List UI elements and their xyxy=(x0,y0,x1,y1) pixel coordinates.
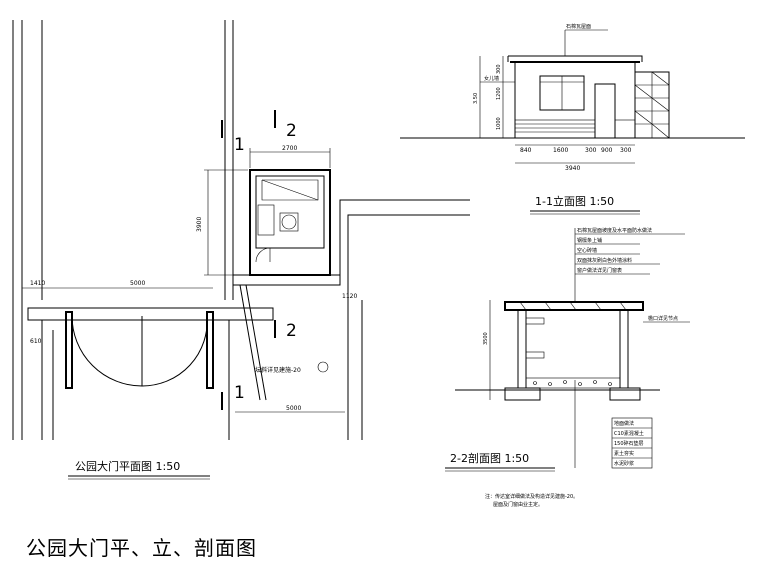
elevation-width-1: 840 xyxy=(520,147,532,154)
section-footing-right xyxy=(609,387,641,401)
guardhouse-desk xyxy=(257,204,275,236)
dim-gate-width: 5000 xyxy=(130,280,145,287)
section-footnote-1: 注：传达室详细做法及构造详见建施-20。 xyxy=(485,493,578,500)
elevation-parapet xyxy=(508,55,643,62)
elevation-height-1: 300 xyxy=(496,64,502,74)
gate-leaf-swing-right xyxy=(141,315,208,387)
guardhouse-chair-box xyxy=(279,212,299,232)
elevation-height-2: 1200 xyxy=(496,87,502,100)
guardhouse-inner xyxy=(255,175,325,249)
elevation-width-4: 900 xyxy=(601,147,613,154)
section-mark-2-bottom: 2 xyxy=(286,321,297,341)
section-note-1: 石棉瓦屋面坡度及水平面防水做法 xyxy=(577,227,652,234)
guardhouse-outline xyxy=(249,169,331,276)
plan-road-edge xyxy=(339,199,470,275)
elevation-total-width: 3940 xyxy=(565,165,580,172)
section-mark-2-top: 2 xyxy=(286,121,297,141)
section-view: 3500 石棉瓦屋面坡度及水平面防水做法 钢檩条上铺 空心砖墙 双面抹灰刷白色外… xyxy=(445,227,690,508)
plan-note-bubble-icon xyxy=(317,361,329,373)
section-mark-1-bottom: 1 xyxy=(234,383,245,403)
gate-pillar-left xyxy=(65,311,73,389)
section-wall-right xyxy=(619,309,629,389)
section-mark-1-top: 1 xyxy=(234,135,245,155)
dim-left-depth: 610 xyxy=(30,338,42,345)
elevation-view: 石棉瓦屋面 女儿墙 300 1200 1000 3.50 840 1600 30… xyxy=(400,23,745,215)
elevation-side-hatch xyxy=(634,71,670,139)
elevation-brick-base xyxy=(514,119,636,139)
dim-guard-width: 2700 xyxy=(282,145,297,152)
section-note-5: 窗户做法详见门窗表 xyxy=(577,267,622,274)
elevation-width-5: 300 xyxy=(620,147,632,154)
section-legend-box xyxy=(611,417,653,469)
gate-leaf-swing-left xyxy=(71,315,143,387)
page-caption: 公园大门平、立、剖面图 xyxy=(26,536,257,560)
section-title: 2-2剖面图 1:50 xyxy=(450,451,529,465)
section-footing-left xyxy=(504,387,541,401)
elevation-height-3: 1000 xyxy=(496,117,502,130)
elevation-width-3: 300 xyxy=(585,147,597,154)
plan-wall-line xyxy=(233,274,341,286)
section-right-note: 檐口详见节点 xyxy=(648,315,678,322)
section-wall-left xyxy=(517,309,527,389)
section-legend-3: 150碎石垫层 xyxy=(614,440,644,447)
section-legend-2: C10素混凝土 xyxy=(614,430,644,437)
section-note-3: 空心砖墙 xyxy=(577,247,597,254)
section-roof-slab xyxy=(504,301,644,311)
section-footnote-2: 屋面及门窗由业主定。 xyxy=(493,501,543,508)
section-floor-hatch xyxy=(533,380,612,386)
section-legend-4: 素土夯实 xyxy=(614,450,634,457)
section-legend-1: 地面做法 xyxy=(614,420,634,427)
elevation-door xyxy=(594,83,616,139)
section-sill xyxy=(525,351,545,359)
section-left-dim: 3500 xyxy=(483,332,489,345)
elevation-total-height: 3.50 xyxy=(473,93,479,104)
guardhouse-chair xyxy=(281,214,297,230)
section-floor xyxy=(525,377,621,389)
elevation-left-note: 女儿墙 xyxy=(484,75,499,82)
plan-ramp-edge xyxy=(239,284,261,401)
section-lintel xyxy=(525,317,545,325)
dim-right-offset: 1120 xyxy=(342,293,357,300)
gate-beam xyxy=(27,307,274,321)
guardhouse-door-swing xyxy=(255,247,271,263)
elevation-width-2: 1600 xyxy=(553,147,568,154)
plan-view: 2700 3900 1410 5000 610 1120 5000 1 2 2 xyxy=(12,20,470,480)
plan-note: 坛斜详见建施-20 xyxy=(255,366,301,374)
guardhouse-counter-diag xyxy=(261,179,319,201)
gate-pillar-right xyxy=(206,311,214,389)
plan-road-edge xyxy=(347,214,470,440)
dim-left-width: 1410 xyxy=(30,280,45,287)
section-note-4: 双面抹灰刷白色外墙涂料 xyxy=(577,257,632,264)
elevation-wall xyxy=(514,61,636,139)
elevation-title: 1-1立面图 1:50 xyxy=(535,194,614,208)
dim-bottom: 5000 xyxy=(286,405,301,412)
dim-guard-depth: 3900 xyxy=(196,217,203,232)
plan-title: 公园大门平面图 1:50 xyxy=(75,459,180,473)
section-roof-hatch xyxy=(519,301,627,311)
plan-ramp-edge xyxy=(245,284,267,401)
section-legend-5: 水泥砂浆 xyxy=(614,460,634,467)
elevation-roof-note: 石棉瓦屋面 xyxy=(566,23,591,30)
section-note-2: 钢檩条上铺 xyxy=(577,237,602,244)
